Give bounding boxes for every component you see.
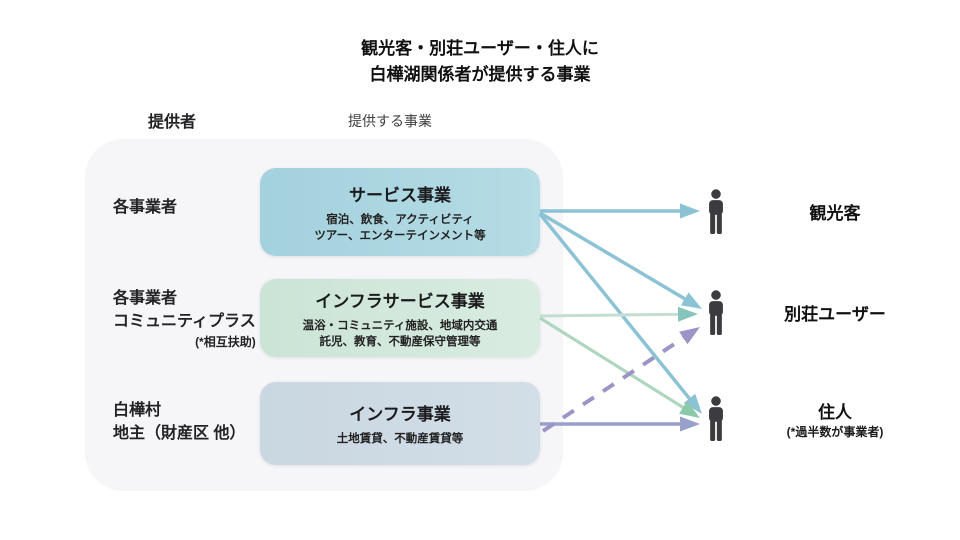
- arrow-head: [679, 327, 700, 345]
- person-icon: [703, 396, 729, 446]
- arrow-line: [541, 334, 687, 433]
- arrow-head: [677, 306, 698, 322]
- service-box-desc: 宿泊、飲食、アクティビティ: [326, 213, 474, 226]
- provider-line: 地主（財産区 他）: [113, 425, 246, 442]
- recipient-resident: 住人 (*過半数が事業者): [703, 396, 911, 446]
- recipient-label: 別荘ユーザー: [784, 305, 886, 324]
- provider-operators: 各事業者: [113, 196, 177, 219]
- service-box-infra-business: インフラ事業 土地賃貸、不動産賃貸等: [260, 382, 540, 465]
- provider-line: 各事業者: [113, 199, 178, 216]
- service-column-header: 提供する事業: [348, 113, 432, 129]
- service-box-desc: 土地賃貸、不動産賃貸等: [336, 433, 464, 445]
- recipient-villa-user: 別荘ユーザー: [703, 290, 911, 340]
- person-icon: [703, 290, 729, 340]
- recipient-tourist: 観光客: [703, 189, 911, 239]
- provider-line: コミュニティプラス: [113, 313, 256, 330]
- arrow-head: [680, 292, 702, 309]
- arrow-head: [680, 416, 700, 432]
- service-box-desc: 温浴・コミュニティ施設、地域内交通: [302, 319, 498, 332]
- service-box-title: インフラ事業: [349, 405, 451, 424]
- service-box-title: サービス事業: [349, 185, 451, 205]
- recipient-note: (*過半数が事業者): [786, 425, 884, 439]
- service-box-title: インフラサービス事業: [315, 291, 485, 311]
- provider-column-header: 提供者: [148, 114, 197, 131]
- service-box-infra-service-business: インフラサービス事業 温浴・コミュニティ施設、地域内交通 託児、教育、不動産保守…: [260, 279, 540, 357]
- service-box-desc: 託児、教育、不動産保守管理等: [319, 335, 481, 348]
- provider-line: 各事業者: [113, 290, 178, 307]
- service-box-service-business: サービス事業 宿泊、飲食、アクティビティ ツアー、エンターテインメント等: [260, 168, 540, 256]
- arrow-head: [679, 401, 700, 418]
- arrow-head: [683, 393, 702, 414]
- provider-line: 白樺村: [113, 402, 162, 419]
- arrow-head: [680, 203, 700, 219]
- diagram-title: 観光客・別荘ユーザー・住人に 白樺湖関係者が提供する事業: [0, 36, 960, 88]
- provider-operators-community-plus: 各事業者 コミュニティプラス (*相互扶助): [113, 287, 256, 352]
- provider-note: (*相互扶助): [195, 335, 256, 349]
- recipient-label: 観光客: [809, 204, 861, 223]
- title-line2: 白樺湖関係者が提供する事業: [369, 65, 591, 84]
- person-icon: [703, 189, 729, 239]
- provider-shirakaba-village-landowners: 白樺村 地主（財産区 他）: [113, 399, 245, 445]
- service-box-desc: ツアー、エンターテインメント等: [314, 229, 486, 242]
- recipient-label: 住人: [818, 403, 852, 422]
- title-line1: 観光客・別荘ユーザー・住人に: [361, 39, 599, 58]
